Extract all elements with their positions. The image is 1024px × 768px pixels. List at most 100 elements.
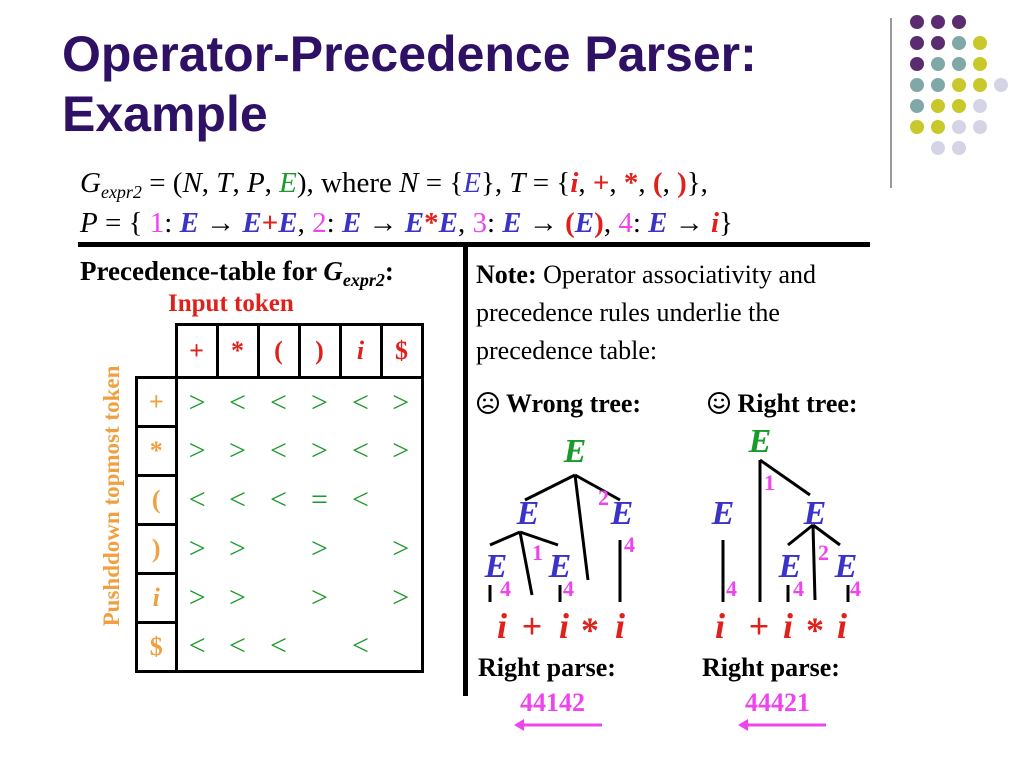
rule-number: 3 — [472, 207, 487, 239]
rule-number: 1 — [149, 207, 165, 239]
wrong-tree-rule-2: 2 — [598, 485, 609, 510]
text-part: , — [232, 167, 247, 199]
title-divider — [890, 18, 892, 188]
table-row-header: + — [135, 377, 178, 428]
text-part: Precedence-table for — [80, 256, 324, 286]
table-cell: > — [311, 581, 328, 614]
right-tree-root-e: E — [748, 423, 772, 460]
decorative-dot — [973, 36, 987, 50]
text-part: Pushddown topmost token — [99, 365, 124, 627]
text-part: E — [242, 207, 262, 239]
text-part: Note: — [476, 260, 537, 289]
text-part: = { — [525, 167, 571, 199]
text-part: Right tree: — [731, 389, 858, 418]
table-cell: > — [188, 581, 206, 614]
decorative-dot — [994, 78, 1008, 92]
table-row: +><<><> — [135, 377, 424, 428]
note-text: Note: Operator associativity and precede… — [476, 256, 896, 370]
table-cell: < — [340, 622, 381, 673]
frown-face-icon — [477, 392, 499, 414]
right-tree-right-parse-value: 44421 — [745, 688, 810, 717]
table-row: i>>>> — [135, 573, 424, 624]
decorative-dot — [910, 99, 924, 113]
table-row: (<<<=< — [135, 475, 424, 526]
table-row-header: ) — [135, 524, 178, 575]
text-part: P — [80, 207, 98, 239]
arrow-symbol: → — [361, 207, 405, 239]
wrong-tree-rule-1: 1 — [532, 540, 543, 565]
decorative-dot — [910, 36, 924, 50]
decorative-dot — [931, 15, 945, 29]
table-cell: < — [352, 434, 369, 467]
table-cell: > — [381, 524, 424, 574]
wrong-tree-root-e: E — [563, 433, 587, 470]
decorative-dot — [952, 99, 966, 113]
right-tree-rule-2: 2 — [818, 540, 829, 565]
text-part: Operator associativity and precedence ru… — [476, 260, 817, 365]
text-part: = { — [97, 207, 150, 239]
table-cell — [258, 525, 299, 574]
text-part: i — [710, 207, 720, 239]
decorative-dot — [931, 99, 945, 113]
table-cell: < — [270, 483, 287, 516]
table-cell: > — [381, 426, 424, 476]
table-cell: = — [311, 483, 328, 516]
table-cell: < — [217, 622, 258, 673]
table-cell: < — [352, 483, 369, 516]
table-cell: > — [229, 434, 246, 467]
table-column-header: ) — [299, 323, 342, 379]
wrong-tree-rule-4b: 4 — [563, 576, 574, 601]
arrow-symbol: → — [667, 207, 711, 239]
table-cell: > — [188, 532, 206, 565]
table-column-header: i — [340, 323, 383, 379]
table-cell: > — [229, 532, 246, 565]
decorative-dot — [952, 120, 966, 134]
table-cell — [340, 574, 381, 623]
text-part: ), where — [296, 167, 400, 199]
right-tree-rule-4a: 4 — [726, 576, 737, 601]
wrong-tree-arrow-left-icon — [514, 719, 602, 731]
table-column-header: $ — [381, 323, 424, 379]
table-cell — [381, 622, 424, 673]
wrong-tree-leaf-i2: i — [559, 606, 569, 646]
wrong-tree-e-left: E — [516, 495, 540, 532]
text-part: , — [457, 207, 473, 239]
grammar-rules: P = { 1: E → E+E, 2: E → E*E, 3: E → (E)… — [80, 205, 733, 241]
vertical-divider — [463, 246, 468, 696]
table-column-header: * — [217, 323, 260, 379]
right-tree-leaf-i3: i — [837, 606, 847, 646]
text-part: ) — [594, 207, 604, 239]
table-cell: < — [229, 483, 246, 516]
table-cell: < — [270, 434, 287, 467]
text-part: , — [662, 167, 678, 199]
slide-title: Operator-Precedence Parser: Example — [62, 24, 862, 144]
decorative-dot — [931, 36, 945, 50]
right-tree-leaf-star: * — [806, 610, 824, 650]
decorative-dot — [952, 36, 966, 50]
table-column-header: ( — [258, 323, 301, 379]
terminal-lparen: ( — [652, 167, 663, 199]
decorative-dot — [931, 57, 945, 71]
decorative-dot-grid — [910, 15, 1008, 155]
text-part: E — [574, 207, 595, 239]
decorative-dot — [973, 99, 987, 113]
pushdown-token-label: Pushddown topmost token — [92, 336, 132, 656]
text-part: E — [341, 207, 362, 239]
slide-title-line2: Example — [62, 86, 268, 142]
wrong-tree-leaf-plus: + — [522, 606, 543, 646]
text-part: , — [264, 167, 280, 199]
wrong-tree-right-parse-value: 44142 — [520, 688, 585, 717]
text-part: , — [297, 207, 313, 239]
table-cell: > — [311, 532, 328, 565]
text-part: E — [404, 207, 425, 239]
right-tree-arrow-left-icon — [738, 719, 826, 731]
slide-title-line1: Operator-Precedence Parser: — [62, 26, 757, 82]
table-cell — [340, 525, 381, 574]
wrong-tree-edges — [488, 473, 622, 602]
decorative-dot — [952, 78, 966, 92]
wrong-tree-leaf-i1: i — [497, 606, 507, 646]
decorative-dot — [973, 78, 987, 92]
text-part: E — [278, 207, 298, 239]
table-cell: < — [188, 483, 206, 516]
right-tree-e-rl: E — [778, 548, 802, 585]
